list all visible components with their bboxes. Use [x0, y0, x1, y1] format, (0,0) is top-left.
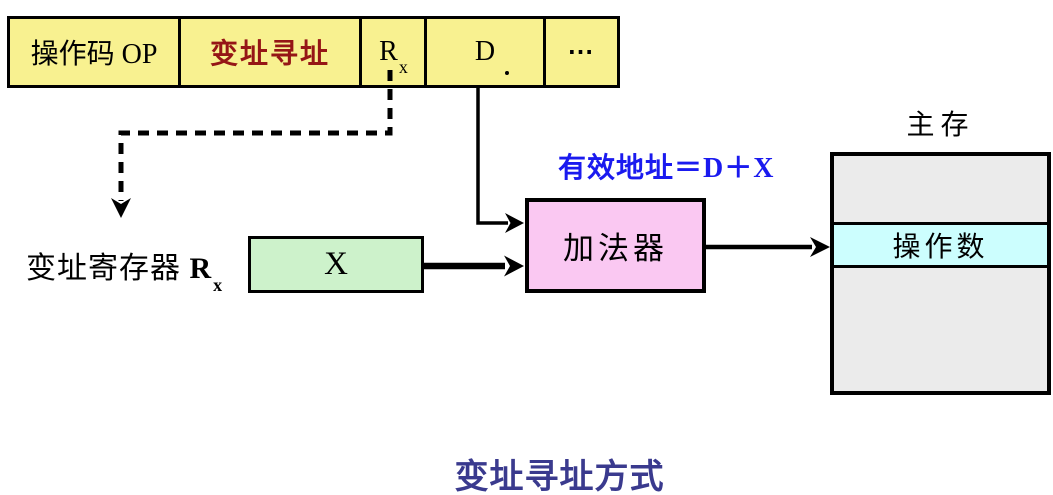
memory-box: 操作数 — [830, 152, 1051, 395]
instruction-format-row: 操作码 OP 变址寻址 Rx D ⋯ — [7, 16, 620, 88]
operand-label: 操作数 — [892, 232, 989, 263]
index-register-caption-symbol: Rx — [189, 252, 224, 295]
index-register-content: X — [324, 246, 348, 282]
index-value-arrowhead-icon — [504, 255, 524, 277]
adder-label: 加法器 — [563, 231, 668, 266]
memory-lower-region — [834, 268, 1047, 391]
effective-address-label: 有效地址＝D＋X — [558, 153, 775, 184]
opcode-field: 操作码 OP — [10, 19, 181, 85]
adder-box: 加法器 — [525, 198, 706, 293]
opcode-label: 操作码 OP — [30, 39, 158, 70]
index-register-caption: 变址寄存器 Rx — [26, 243, 224, 295]
rx-dashed-connector — [118, 70, 393, 201]
ellipsis-label: ⋯ — [567, 37, 596, 66]
effective-address-arrowhead-icon — [810, 237, 830, 257]
stray-dot — [505, 71, 509, 75]
operand-row: 操作数 — [834, 222, 1047, 268]
index-register-caption-text: 变址寄存器 — [26, 252, 190, 285]
diagram-title: 变址寻址方式 — [454, 459, 665, 495]
displacement-arrowhead-icon — [505, 213, 524, 233]
ellipsis-field: ⋯ — [546, 19, 617, 85]
index-register-field: Rx — [362, 19, 427, 85]
index-register-box: X — [248, 236, 424, 293]
memory-upper-region — [834, 156, 1047, 222]
displacement-field: D — [427, 19, 546, 85]
addressing-mode-label: 变址寻址 — [209, 39, 330, 70]
rx-dashed-arrowhead-icon — [111, 198, 131, 218]
memory-title: 主存 — [906, 110, 975, 141]
index-register-symbol: Rx — [379, 36, 408, 77]
addressing-mode-field: 变址寻址 — [181, 19, 362, 85]
displacement-label: D — [474, 36, 496, 67]
displacement-connector — [476, 88, 508, 225]
